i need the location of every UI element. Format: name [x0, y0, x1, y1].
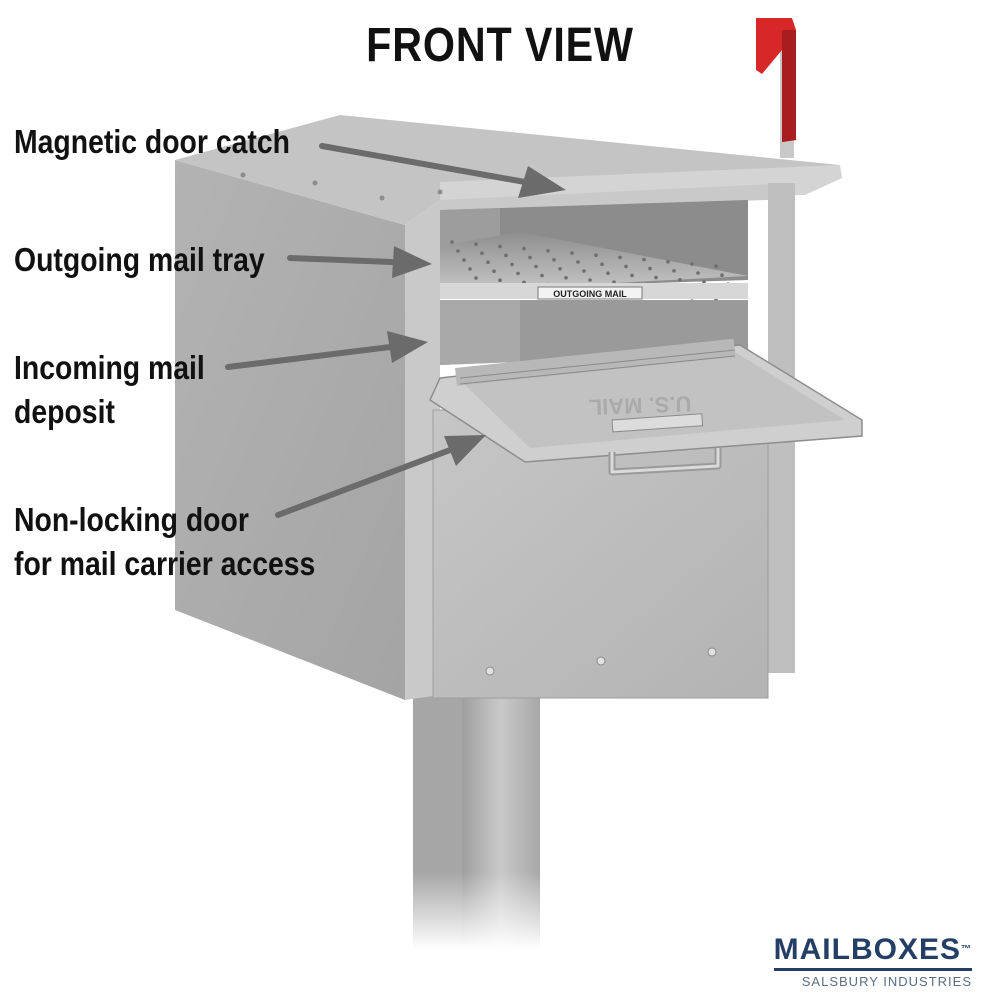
perforation-hole: [456, 249, 460, 253]
arrow-outgoing-mail-tray: [287, 246, 432, 278]
perforation-hole: [534, 264, 538, 269]
callout-incoming-mail-deposit: Incoming mail deposit: [14, 349, 205, 430]
perforation-hole: [594, 253, 598, 257]
perforation-hole: [696, 271, 700, 275]
perforation-hole: [582, 269, 586, 273]
perforation-hole: [630, 273, 634, 278]
perforation-hole: [480, 251, 484, 255]
perforation-hole: [570, 251, 574, 255]
perforation-hole: [690, 262, 694, 266]
callout-outgoing-mail-tray: Outgoing mail tray: [14, 241, 265, 278]
perforation-hole: [546, 249, 550, 253]
perforation-hole: [642, 257, 646, 262]
perforation-hole: [666, 260, 670, 264]
page-title: FRONT VIEW: [366, 19, 634, 72]
arrow-non-locking-door: [275, 435, 486, 518]
perforation-hole: [564, 276, 568, 280]
callout-magnetic-door-catch: Magnetic door catch: [14, 123, 290, 160]
lower-door: [432, 409, 769, 699]
brand-subtitle: SALSBURY INDUSTRIES: [801, 974, 972, 989]
perforation-hole: [504, 253, 508, 258]
brand-logo: MAILBOXES™ SALSBURY INDUSTRIES: [773, 933, 972, 989]
perforation-hole: [648, 266, 652, 271]
brand-trademark: ™: [961, 944, 972, 955]
perforation-hole: [486, 260, 490, 265]
callout-non-locking-door: Non-locking door for mail carrier access: [14, 501, 316, 582]
perforation-hole: [510, 262, 514, 267]
perforation-hole: [558, 267, 562, 271]
arrow-magnetic-door-catch: [319, 143, 566, 198]
perforation-hole: [540, 273, 544, 278]
perforation-hole: [516, 271, 520, 276]
brand-rule: [773, 968, 972, 971]
arrow-incoming-mail-deposit: [225, 331, 428, 370]
perforation-hole: [462, 258, 466, 262]
tray-tag: OUTGOING MAIL: [553, 289, 627, 299]
perforation-hole: [678, 278, 682, 282]
perforation-hole: [618, 255, 622, 260]
callout-arrows: [225, 143, 566, 518]
perforation-hole: [606, 271, 610, 276]
brand-name: MAILBOXES™: [773, 933, 972, 966]
perforation-hole: [672, 269, 676, 273]
perforation-hole: [588, 278, 592, 282]
perforation-hole: [528, 255, 532, 260]
side-panel: [175, 160, 405, 700]
perforation-hole: [624, 264, 628, 269]
drop-down-door: U.S. MAIL: [429, 338, 863, 476]
perforation-hole: [498, 278, 502, 283]
perforation-hole: [450, 240, 454, 244]
perforation-hole: [720, 273, 724, 278]
flag: [756, 18, 796, 158]
perforation-hole: [522, 246, 526, 251]
perforation-hole: [492, 269, 496, 274]
perforation-hole: [600, 262, 604, 267]
perforation-hole: [654, 275, 658, 280]
perforation-hole: [552, 258, 556, 262]
outgoing-mail-tray: [440, 232, 748, 292]
door-embossing: U.S. MAIL: [588, 391, 691, 420]
perforation-hole: [702, 280, 706, 284]
roof: [175, 115, 840, 225]
perforation-hole: [498, 244, 502, 249]
perforation-hole: [714, 264, 718, 269]
perforation-hole: [468, 267, 472, 271]
perforation-hole: [474, 242, 478, 246]
side-rivets: [240, 172, 443, 201]
perforation-hole: [474, 276, 478, 280]
perforation-hole: [576, 260, 580, 264]
post: [413, 690, 540, 950]
